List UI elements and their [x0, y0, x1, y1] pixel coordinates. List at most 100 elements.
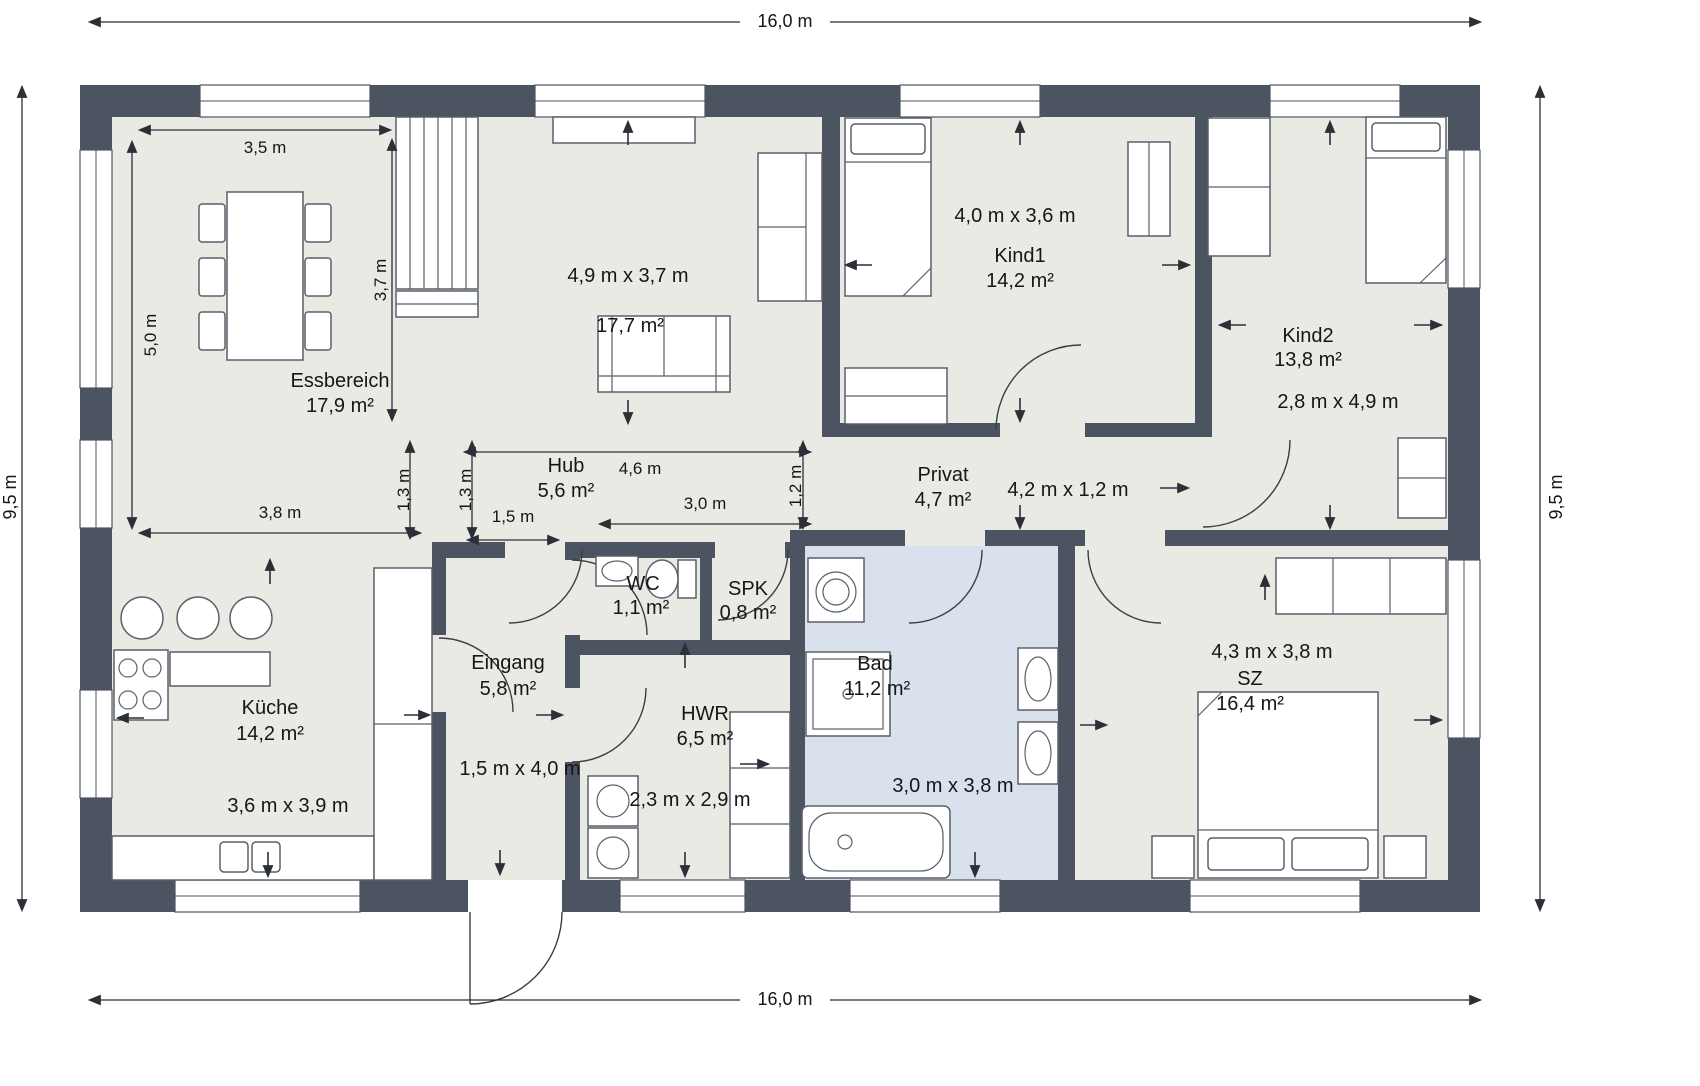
sz-nightstand-left: [1151, 835, 1195, 879]
label-hub-area: 5,6 m²: [538, 480, 595, 502]
label-bad-name: Bad: [857, 653, 893, 675]
label-wohn-dims: 4,9 m x 3,7 m: [567, 265, 688, 287]
furniture: [111, 116, 1447, 881]
kitchen-counter-mid: [169, 651, 271, 687]
wall-marker-arrows: [115, 119, 1444, 879]
dim-overall-left: 9,5 m: [0, 474, 20, 519]
window-top-2: [534, 84, 706, 118]
window-left-2: [79, 439, 113, 529]
kind2-bed: [1365, 116, 1447, 284]
bad-door-arc: [908, 549, 983, 624]
window-top-4: [1269, 84, 1401, 118]
bad-sink-1: [1017, 647, 1059, 711]
sofa: [597, 315, 731, 393]
label-eingang-area: 5,8 m²: [480, 678, 537, 700]
hwr-cabinet: [729, 711, 791, 879]
kitchen-stools: [120, 596, 273, 640]
dim-hub-small: 1,5 m: [492, 507, 535, 526]
dim-hub-lower: 3,0 m: [684, 494, 727, 513]
entry-opening: [468, 880, 562, 912]
kind2-door-arc: [1202, 439, 1291, 528]
label-hub-name: Hub: [548, 455, 585, 477]
label-privat-dims: 4,2 m x 1,2 m: [1007, 479, 1128, 501]
hwr-washer: [587, 775, 639, 827]
label-kind2-dims: 2,8 m x 4,9 m: [1277, 391, 1398, 413]
label-wc-name: WC: [626, 573, 659, 595]
kitchen-tall-unit: [373, 567, 433, 881]
label-essbereich-area: 17,9 m²: [306, 395, 374, 417]
sz-door-arc: [1087, 549, 1162, 624]
label-wc-area: 1,1 m²: [613, 597, 670, 619]
entry-door-arc: [469, 911, 563, 1005]
kind1-bed: [844, 117, 932, 297]
armchair: [757, 152, 823, 302]
label-wohn-area: 17,7 m²: [596, 315, 664, 337]
dim-essbereich-height: 5,0 m: [141, 314, 160, 357]
hwr-door-arc: [571, 687, 647, 763]
dim-essbereich-width: 3,5 m: [244, 138, 287, 157]
dim-overall-right: 9,5 m: [1546, 474, 1566, 519]
kitchen-counter-bottom: [111, 835, 375, 881]
bathtub: [801, 805, 951, 879]
interior-dimensions: 3,5 m 5,0 m 3,7 m 3,8 m 1,3 m 1,3 m 1,5 …: [126, 124, 813, 546]
walls: [80, 85, 1480, 912]
overall-dimensions: 16,0 m 16,0 m 9,5 m 9,5 m: [0, 6, 1566, 1012]
kueche-door-arc: [438, 637, 514, 713]
bad-sink-2: [1017, 721, 1059, 785]
dim-overall-top: 16,0 m: [757, 11, 812, 31]
spk-door-arc: [717, 549, 789, 621]
label-spk-name: SPK: [728, 578, 769, 600]
dim-hub-left-a: 1,3 m: [394, 469, 413, 512]
label-eingang-dims: 1,5 m x 4,0 m: [459, 758, 580, 780]
label-bad-area: 11,2 m²: [844, 678, 911, 700]
window-left-3: [79, 689, 113, 799]
windows: [79, 84, 1481, 913]
dim-kueche-width: 3,8 m: [259, 503, 302, 522]
wc-sink: [595, 555, 639, 587]
toilet: [645, 559, 697, 599]
window-left-1: [79, 149, 113, 389]
staircase: [395, 116, 479, 318]
label-sz-name: SZ: [1237, 668, 1263, 690]
label-essbereich-name: Essbereich: [291, 370, 390, 392]
label-hwr-name: HWR: [681, 703, 729, 725]
bad-washing-machine: [807, 557, 865, 623]
label-kueche-dims: 3,6 m x 3,9 m: [227, 795, 348, 817]
sz-nightstand-right: [1383, 835, 1427, 879]
kind1-door-arc: [995, 344, 1082, 431]
window-bottom-1: [174, 879, 361, 913]
label-spk-area: 0,8 m²: [720, 602, 777, 624]
label-hwr-area: 6,5 m²: [677, 728, 734, 750]
label-sz-area: 16,4 m²: [1216, 693, 1284, 715]
label-kind2-name: Kind2: [1282, 325, 1333, 347]
label-kind1-dims: 4,0 m x 3,6 m: [954, 205, 1075, 227]
label-sz-dims: 4,3 m x 3,8 m: [1211, 641, 1332, 663]
window-top-1: [199, 84, 371, 118]
label-kueche-area: 14,2 m²: [236, 723, 304, 745]
dim-hub-right: 1,2 m: [786, 465, 805, 508]
kind1-desk: [844, 367, 948, 425]
window-right-1: [1447, 149, 1481, 289]
hwr-dryer: [587, 827, 639, 879]
dim-hub-left-b: 1,3 m: [456, 469, 475, 512]
dim-hub-width: 4,6 m: [619, 459, 662, 478]
window-bottom-4: [1189, 879, 1361, 913]
dim-overall-bottom: 16,0 m: [757, 989, 812, 1009]
sz-wardrobe: [1275, 557, 1447, 615]
room-labels: Essbereich 17,9 m² 4,9 m x 3,7 m 17,7 m²…: [227, 205, 1398, 817]
label-kueche-name: Küche: [242, 697, 299, 719]
sz-double-bed: [1197, 691, 1379, 879]
dim-stair-height: 3,7 m: [371, 259, 390, 302]
label-privat-name: Privat: [917, 464, 969, 486]
label-kind1-name: Kind1: [994, 245, 1045, 267]
label-kind2-area: 13,8 m²: [1274, 349, 1342, 371]
window-bottom-2: [619, 879, 746, 913]
kind2-wardrobe: [1207, 117, 1271, 257]
eingang-door-arc: [508, 549, 583, 624]
label-privat-area: 4,7 m²: [915, 489, 972, 511]
kitchen-hob: [113, 649, 169, 721]
dining-table: [198, 191, 332, 361]
window-top-3: [899, 84, 1041, 118]
